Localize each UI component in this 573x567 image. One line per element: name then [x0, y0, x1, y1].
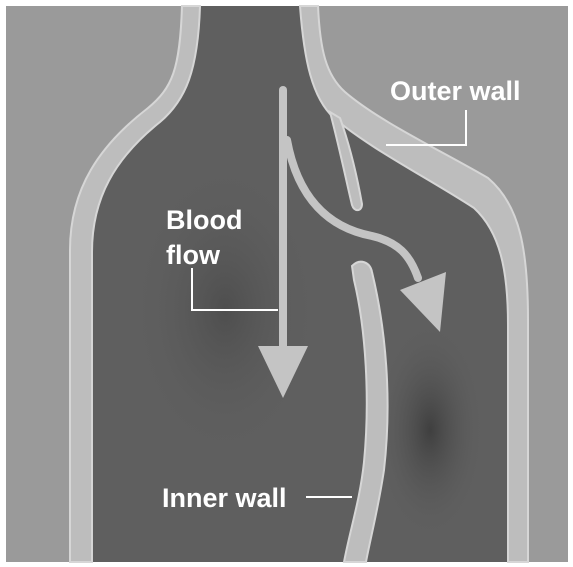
lumen-shadow-right: [375, 320, 485, 540]
blood-flow-label-line1: Blood: [166, 205, 242, 235]
blood-flow-label-line2: flow: [166, 240, 221, 270]
outer-wall-label: Outer wall: [390, 76, 521, 106]
inner-wall-label: Inner wall: [162, 483, 287, 513]
